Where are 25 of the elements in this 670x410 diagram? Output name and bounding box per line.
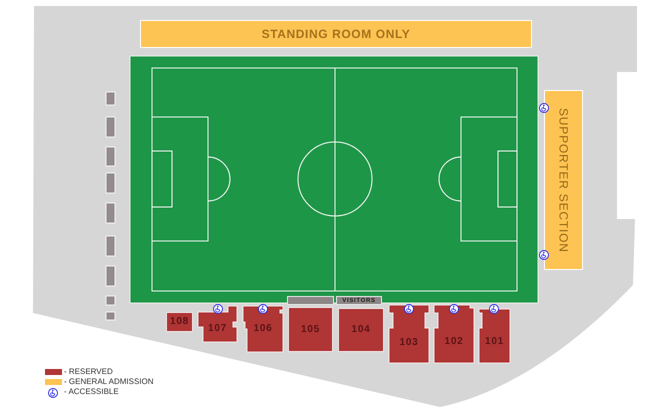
seating-section: [338, 308, 384, 352]
seating-area: [544, 90, 583, 270]
seating-section: [389, 305, 429, 363]
team-bench: [336, 296, 382, 305]
seating-area: [140, 20, 532, 48]
legend-label: - RESERVED: [64, 368, 113, 376]
team-bench: [287, 296, 334, 305]
legend-label: - GENERAL ADMISSION: [64, 378, 154, 386]
seating-section: [434, 305, 474, 363]
section-number: 101: [484, 337, 504, 347]
section-number: 103: [399, 338, 419, 348]
seating-section: [243, 306, 283, 352]
seating-section: [288, 307, 333, 352]
section-number: 105: [300, 324, 320, 334]
section-number: 107: [208, 324, 228, 334]
seating-section: [479, 309, 510, 363]
legend-label: - ACCESSIBLE: [64, 388, 119, 396]
section-number: 106: [253, 324, 273, 334]
area-label: SUPPORTER SECTION: [558, 108, 570, 252]
section-number: 104: [351, 325, 371, 335]
area-label: STANDING ROOM ONLY: [262, 28, 410, 40]
seating-section: [166, 312, 193, 332]
section-number: 102: [444, 337, 464, 347]
seating-section: [198, 306, 237, 342]
section-number: 108: [170, 317, 190, 327]
